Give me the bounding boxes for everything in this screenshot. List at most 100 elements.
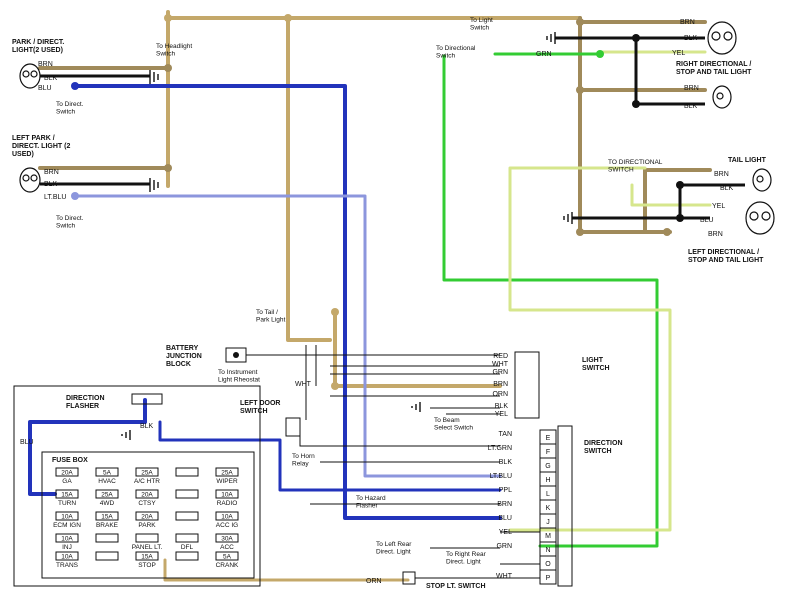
light-switch-wire-label: GRN: [492, 369, 508, 376]
tan-wire-center-vertical: [286, 16, 332, 342]
to-direct-switch-2-label: To Direct.Switch: [56, 215, 84, 229]
stop-lt-switch: [402, 571, 416, 585]
fuse-amp-label: 25A: [141, 470, 153, 477]
blk-junction-dot: [676, 181, 684, 189]
blk-junction-dot: [676, 214, 684, 222]
fuse-amp-label: 10A: [221, 514, 233, 521]
ppl-wire: [158, 420, 502, 492]
fuse-amp-label: 25A: [101, 492, 113, 499]
tan-wire-tail-park: [333, 310, 502, 388]
fuse-area-outline: [13, 385, 261, 587]
wire-label-blu-1: BLU: [38, 85, 52, 92]
tail-light-label: TAIL LIGHT: [728, 157, 767, 164]
brn-junction-dot: [663, 228, 671, 236]
fuse-amp-label: 20A: [61, 470, 73, 477]
fuse-slot: [215, 511, 239, 521]
fuse-name-label: GA: [62, 478, 72, 485]
fuse-amp-label: 10A: [61, 536, 73, 543]
center-wire: [305, 345, 317, 420]
fuse-slot: [175, 533, 199, 543]
fuse-name-label: CTSY: [138, 500, 156, 507]
fuse-name-label: CRANK: [216, 562, 239, 569]
tan-wire-stop: [163, 558, 410, 582]
grn-label: GRN: [536, 51, 552, 58]
flasher-blu-label: BLU: [20, 439, 34, 446]
stop-lt-switch-label: STOP LT. SWITCH: [426, 583, 486, 590]
wire-label-blk-1: BLK: [44, 75, 58, 82]
direction-switch-wire-label: PPL: [499, 487, 512, 494]
direction-switch-terminal-label: G: [545, 463, 550, 470]
fuse-slot: [55, 533, 79, 543]
wire-label-blk-2: BLK: [44, 181, 58, 188]
left-dir-bulb: [745, 201, 775, 235]
fuse-name-label: TURN: [58, 500, 76, 507]
fuse-slot: [55, 511, 79, 521]
park-dir-light-label: PARK / DIRECT.LIGHT(2 USED): [12, 39, 64, 54]
fuse-amp-label: 10A: [221, 492, 233, 499]
fuse-name-label: WIPER: [216, 478, 238, 485]
fuse-slot: [175, 511, 199, 521]
brn-junction-dot: [576, 86, 584, 94]
fuse-box-outline: [41, 451, 255, 579]
direction-switch-terminal-label: N: [545, 547, 550, 554]
fuse-name-label: A/C HTR: [134, 478, 160, 485]
direction-switch-wire-label: YEL: [499, 529, 512, 536]
flasher-blk-label: BLK: [140, 423, 154, 430]
center-wire: [330, 365, 500, 397]
light-switch-wire-label: ORN: [492, 391, 508, 398]
left-dir-stop-tail-label: LEFT DIRECTIONAL /STOP AND TAIL LIGHT: [688, 249, 764, 264]
fuse-slot: [55, 467, 79, 477]
to-direct-switch-1-label: To Direct.Switch: [56, 101, 84, 115]
brn-mid-label: BRN: [684, 85, 699, 92]
left-park-bulb-1: [19, 63, 41, 89]
blk-wire-tail: [678, 183, 745, 220]
light-switch-wire-label: BRN: [493, 381, 508, 388]
grn-wire: [442, 54, 659, 548]
blu-tail-label: BLU: [700, 217, 714, 224]
light-switch-wire-label: RED: [493, 353, 508, 360]
blu-wire: [73, 84, 502, 520]
direction-switch-wire-label: BRN: [497, 501, 512, 508]
fuse-name-label: RADIO: [217, 500, 238, 507]
direction-switch-wire-label: LT.BLU: [490, 473, 512, 480]
left-park-bulb-2: [19, 167, 41, 193]
blk-junction-dot: [632, 100, 640, 108]
fuse-slot: [215, 489, 239, 499]
to-tail-park-light-label: To Tail /Park Light: [256, 309, 285, 323]
lt-blu-junction-dot: [71, 192, 79, 200]
fuse-name-label: INJ: [62, 544, 72, 551]
fuse-slot: [175, 489, 199, 499]
right-dir-bulb: [707, 21, 737, 55]
light-switch-body: [514, 351, 540, 419]
fuse-slot: [175, 551, 199, 561]
tan-wire-top: [166, 10, 582, 20]
right-dir-stop-tail-label: RIGHT DIRECTIONAL /STOP AND TAIL LIGHT: [676, 61, 752, 76]
brn-junction-dot: [164, 64, 172, 72]
fuse-slot: [95, 489, 119, 499]
fuse-slot: [135, 489, 159, 499]
light-switch-wire-label: YEL: [495, 411, 508, 418]
fuse-slot: [215, 551, 239, 561]
yel-wire: [508, 166, 672, 532]
center-wire: [430, 407, 500, 415]
ground-icon: [411, 402, 421, 412]
wire-label-brn-2: BRN: [44, 169, 59, 176]
fuse-slot: [135, 551, 159, 561]
fuse-name-label: ACC: [220, 544, 234, 551]
fuse-slot: [175, 467, 199, 477]
direction-switch-terminal-label: J: [546, 519, 550, 526]
direction-flasher: [131, 393, 163, 405]
yel-top-label: YEL: [672, 50, 685, 57]
brn-junction-dot: [576, 228, 584, 236]
battery-junction-terminal: [233, 352, 239, 358]
fuse-name-label: 4WD: [100, 500, 115, 507]
blk-top-label: BLK: [684, 35, 698, 42]
